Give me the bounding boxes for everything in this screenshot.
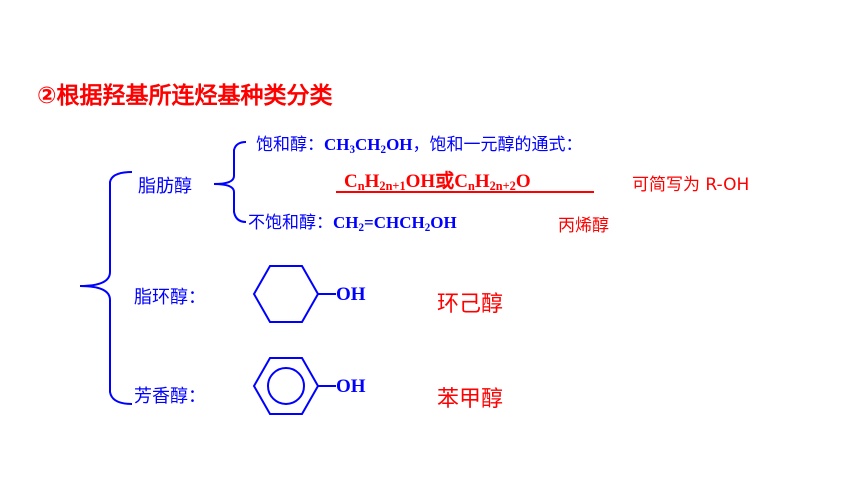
cyclohexanol-oh: OH: [336, 284, 366, 305]
saturated-example: CH3CH2OH: [324, 135, 413, 156]
section-heading: ②根据羟基所连烃基种类分类: [37, 83, 333, 109]
unsaturated-label: 不饱和醇：: [248, 213, 333, 233]
benzene-ring: [252, 357, 320, 415]
general-formula: CnH2n+1OH或CnH2n+2O: [344, 170, 531, 194]
alicyclic-alcohol-label: 脂环醇：: [134, 287, 206, 308]
unsaturated-alcohol-line: 不饱和醇：CH2=CHCH2OH: [248, 208, 457, 233]
saturated-alcohol-line: 饱和醇：CH3CH2OH，饱和一元醇的通式：: [256, 130, 583, 155]
formula-or: 或: [435, 170, 455, 192]
unsaturated-example: CH2=CHCH2OH: [333, 213, 457, 234]
benzyl-oh: OH: [336, 376, 366, 397]
saturated-label: 饱和醇：: [256, 135, 324, 155]
aromatic-alcohol-label: 芳香醇：: [134, 386, 206, 407]
sub-brace: [213, 141, 247, 223]
benzyl-alcohol-name: 苯甲醇: [437, 387, 504, 412]
cyclohexane-ring: [252, 265, 320, 323]
cyclohexanol-name: 环己醇: [437, 292, 504, 317]
main-brace: [79, 171, 133, 405]
benzene-circle: [267, 367, 305, 405]
shorthand-note: 可简写为 R-OH: [632, 175, 750, 195]
allyl-alcohol-name: 丙烯醇: [558, 216, 609, 236]
aliphatic-alcohol-label: 脂肪醇: [138, 176, 192, 197]
formula-underline: [336, 191, 594, 193]
saturated-tail: ，饱和一元醇的通式：: [412, 135, 583, 155]
